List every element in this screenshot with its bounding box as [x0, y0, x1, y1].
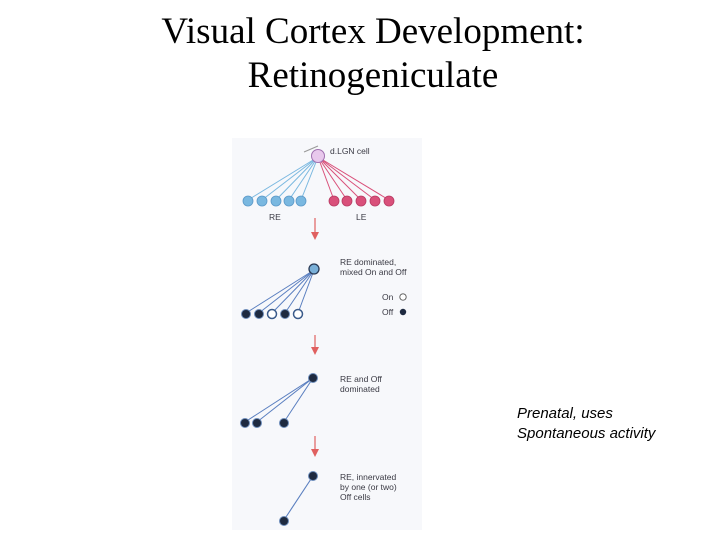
re-group-label: RE: [269, 212, 281, 222]
le-axon: [317, 156, 335, 201]
panel-2-axons: [245, 269, 315, 314]
le-cell: [341, 195, 353, 207]
le-cell: [369, 195, 381, 207]
lgn-cell-panel-2: [308, 263, 320, 275]
le-cell: [355, 195, 367, 207]
re-axon: [275, 156, 319, 201]
off-cell: [241, 309, 251, 319]
re-axon: [261, 156, 319, 201]
legend-off-symbol: [399, 308, 407, 316]
re-cell: [295, 195, 307, 207]
re-axon: [247, 156, 319, 201]
le-cell: [328, 195, 340, 207]
le-axon: [317, 156, 390, 201]
diagram-svg: d.LGN cell RE LE: [232, 138, 422, 530]
legend-off-label: Off: [382, 307, 394, 317]
off-cell: [279, 418, 289, 428]
panel-1: d.LGN cell RE LE: [242, 145, 395, 222]
lgn-cell-panel-3: [308, 373, 318, 383]
le-cells: [328, 195, 395, 207]
le-group-label: LE: [356, 212, 367, 222]
panel-2-caption-line-2: mixed On and Off: [340, 267, 407, 277]
note-line-2: Spontaneous activity: [517, 425, 656, 442]
re-axon: [300, 156, 319, 201]
panel-4-caption-line-2: by one (or two): [340, 482, 397, 492]
re-axons: [247, 156, 319, 201]
panel-4-caption-line-3: Off cells: [340, 492, 371, 502]
lgn-dendrite: [303, 145, 319, 153]
title-line-1: Visual Cortex Development:: [161, 11, 585, 52]
panel-4-axon: [283, 475, 314, 521]
panel-3-caption-line-2: dominated: [340, 384, 380, 394]
lgn-cell: [311, 149, 325, 163]
le-axon: [317, 156, 376, 201]
re-cell: [270, 195, 282, 207]
re-cell: [242, 195, 254, 207]
le-cell: [383, 195, 395, 207]
panel-3: RE and Off dominated: [240, 373, 383, 428]
off-cell: [254, 309, 264, 319]
re-cell: [256, 195, 268, 207]
re-axon: [288, 156, 319, 201]
side-note: Prenatal, uses Spontaneous activity: [517, 404, 717, 444]
arrow-2: [311, 335, 319, 355]
panel-4: RE, innervated by one (or two) Off cells: [279, 471, 397, 526]
legend-on-label: On: [382, 292, 394, 302]
legend-on-symbol: [399, 293, 407, 301]
off-cell: [252, 418, 262, 428]
off-cell: [279, 516, 289, 526]
re-cell: [283, 195, 295, 207]
arrow-3: [311, 436, 319, 457]
title-line-2: Retinogeniculate: [247, 55, 499, 96]
slide-title: Visual Cortex Development: Retinogenicul…: [0, 10, 720, 98]
on-cell: [266, 308, 278, 320]
panel-4-caption-line-1: RE, innervated: [340, 472, 396, 482]
off-cell: [240, 418, 250, 428]
off-cell: [280, 309, 290, 319]
arrow-1: [311, 218, 319, 240]
note-line-1: Prenatal, uses: [517, 405, 613, 422]
panel-3-axons: [244, 377, 314, 423]
panel-2: RE dominated, mixed On and Off On Off: [241, 257, 407, 320]
panel-3-caption-line-1: RE and Off: [340, 374, 383, 384]
re-cells: [242, 195, 307, 207]
lgn-cell-panel-4: [308, 471, 318, 481]
lgn-cell-label: d.LGN cell: [330, 146, 370, 156]
on-cell: [292, 308, 304, 320]
panel-2-caption-line-1: RE dominated,: [340, 257, 396, 267]
le-axon: [317, 156, 362, 201]
le-axons: [317, 156, 390, 201]
retinogeniculate-diagram: d.LGN cell RE LE: [232, 138, 422, 530]
le-axon: [317, 156, 348, 201]
